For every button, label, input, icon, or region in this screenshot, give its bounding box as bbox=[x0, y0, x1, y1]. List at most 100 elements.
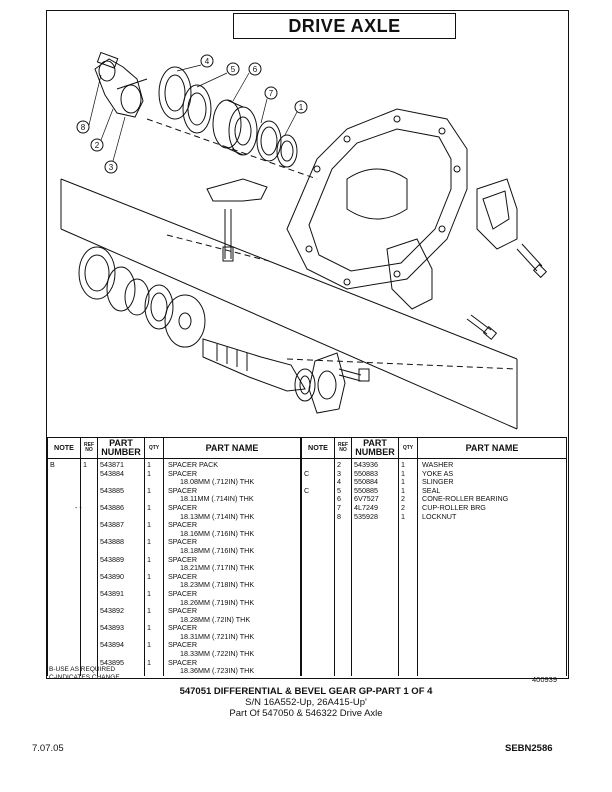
cell-note bbox=[47, 589, 81, 599]
col-part-name-right: PART NAME bbox=[417, 437, 567, 459]
cell-qty: 1 bbox=[398, 458, 418, 470]
table-row: 18.21MM (.717IN) THK bbox=[47, 564, 301, 573]
cell-qty: 1 bbox=[144, 624, 164, 633]
cell-name: SPACER bbox=[163, 658, 301, 668]
filler-cell bbox=[398, 521, 418, 677]
cell-name: 18.31MM (.721IN) THK bbox=[163, 632, 301, 642]
cell-note bbox=[47, 572, 81, 582]
col-part-name: PART NAME bbox=[163, 437, 301, 459]
differential-housing bbox=[286, 108, 468, 290]
bearing-cone bbox=[212, 99, 258, 156]
cell-qty: 1 bbox=[144, 572, 164, 582]
callout-5: 5 bbox=[231, 65, 236, 74]
callout-2: 2 bbox=[95, 141, 100, 150]
cell-note bbox=[47, 632, 81, 642]
cell-note bbox=[47, 641, 81, 651]
cell-note bbox=[301, 512, 335, 522]
cell-ref bbox=[80, 538, 98, 547]
page-title: DRIVE AXLE bbox=[233, 13, 456, 39]
filler-cell bbox=[417, 521, 567, 677]
cell-qty: 1 bbox=[144, 658, 164, 668]
table-row: 18.26MM (.719IN) THK bbox=[47, 598, 301, 608]
cell-part: 543888 bbox=[97, 538, 145, 547]
seal-ring bbox=[182, 84, 212, 134]
cell-name: 18.36MM (.723IN) THK bbox=[163, 667, 301, 676]
cell-name: SPACER PACK bbox=[163, 458, 301, 470]
cell-name: WASHER bbox=[417, 458, 567, 470]
cell-ref bbox=[80, 624, 98, 633]
cell-ref: 2 bbox=[334, 458, 352, 470]
cell-note bbox=[47, 650, 81, 659]
cell-ref bbox=[80, 598, 98, 608]
cell-ref bbox=[80, 581, 98, 590]
callout-1: 1 bbox=[299, 103, 304, 112]
filler-cell bbox=[301, 521, 335, 677]
cell-qty: 1 bbox=[144, 521, 164, 530]
group-caption: 547051 DIFFERENTIAL & BEVEL GEAR GP-PART… bbox=[179, 686, 433, 697]
cell-note bbox=[301, 503, 335, 513]
cell-part: 543885 bbox=[97, 486, 145, 496]
cell-qty bbox=[144, 667, 164, 676]
serial-caption: S/N 16A552-Up, 26A415-Up' bbox=[245, 697, 367, 708]
cell-ref bbox=[80, 478, 98, 487]
filler-cell bbox=[351, 521, 399, 677]
filler-cell bbox=[334, 521, 352, 677]
callout-8: 8 bbox=[81, 123, 86, 132]
cell-name: 18.23MM (.718IN) THK bbox=[163, 581, 301, 590]
col-part-number-right: PART NUMBER bbox=[351, 437, 399, 459]
cell-name: SPACER bbox=[163, 538, 301, 547]
col-qty: QTY bbox=[144, 437, 164, 459]
cell-note: B bbox=[47, 458, 81, 470]
table-row: 18.11MM (.714IN) THK bbox=[47, 495, 301, 504]
illustration-number: 400939 bbox=[532, 675, 558, 684]
cell-name: SPACER bbox=[163, 589, 301, 599]
cell-name: 18.33MM (.722IN) THK bbox=[163, 649, 301, 659]
cell-name: 18.21MM (.717IN) THK bbox=[163, 564, 301, 573]
cell-qty: 1 bbox=[144, 503, 164, 513]
rear-bearing bbox=[78, 246, 174, 330]
cell-ref bbox=[80, 607, 98, 616]
cell-part: 543887 bbox=[97, 521, 145, 530]
cell-name: SPACER bbox=[163, 641, 301, 651]
table-row: 18.16MM (.716IN) THK bbox=[47, 529, 301, 539]
cell-name: SPACER bbox=[163, 486, 301, 496]
bearing-cap-lower bbox=[386, 238, 433, 310]
cell-part: 543884 bbox=[97, 469, 145, 479]
cell-name: SLINGER bbox=[417, 478, 567, 487]
col-note: NOTE bbox=[47, 437, 81, 459]
table-row: 18.18MM (.716IN) THK bbox=[47, 546, 301, 556]
cell-note bbox=[47, 555, 81, 565]
cell-qty: 1 bbox=[144, 469, 164, 479]
col-note-right: NOTE bbox=[301, 437, 335, 459]
cell-ref: - - bbox=[75, 503, 98, 513]
cell-note bbox=[47, 598, 81, 608]
cell-ref bbox=[80, 572, 98, 582]
cell-name: 18.26MM (.719IN) THK bbox=[163, 598, 301, 608]
cell-part: 543894 bbox=[97, 641, 145, 651]
cell-name: SPACER bbox=[163, 469, 301, 479]
footer-document-id: SEBN2586 bbox=[505, 743, 553, 754]
callout-6: 6 bbox=[253, 65, 258, 74]
cell-name: 18.16MM (.716IN) THK bbox=[163, 529, 301, 539]
cell-part: 543890 bbox=[97, 572, 145, 582]
note-c: C-INDICATES CHANGE bbox=[49, 673, 120, 681]
cell-note: C bbox=[301, 486, 335, 496]
yoke-assembly bbox=[94, 51, 148, 118]
table-row: 18.08MM (.712IN) THK bbox=[47, 478, 301, 487]
cap-bolt-lower bbox=[466, 314, 498, 340]
cell-name: SPACER bbox=[163, 555, 301, 565]
cell-ref bbox=[80, 521, 98, 530]
exploded-parts-diagram: 4 5 6 7 1 8 2 3 bbox=[60, 51, 548, 430]
